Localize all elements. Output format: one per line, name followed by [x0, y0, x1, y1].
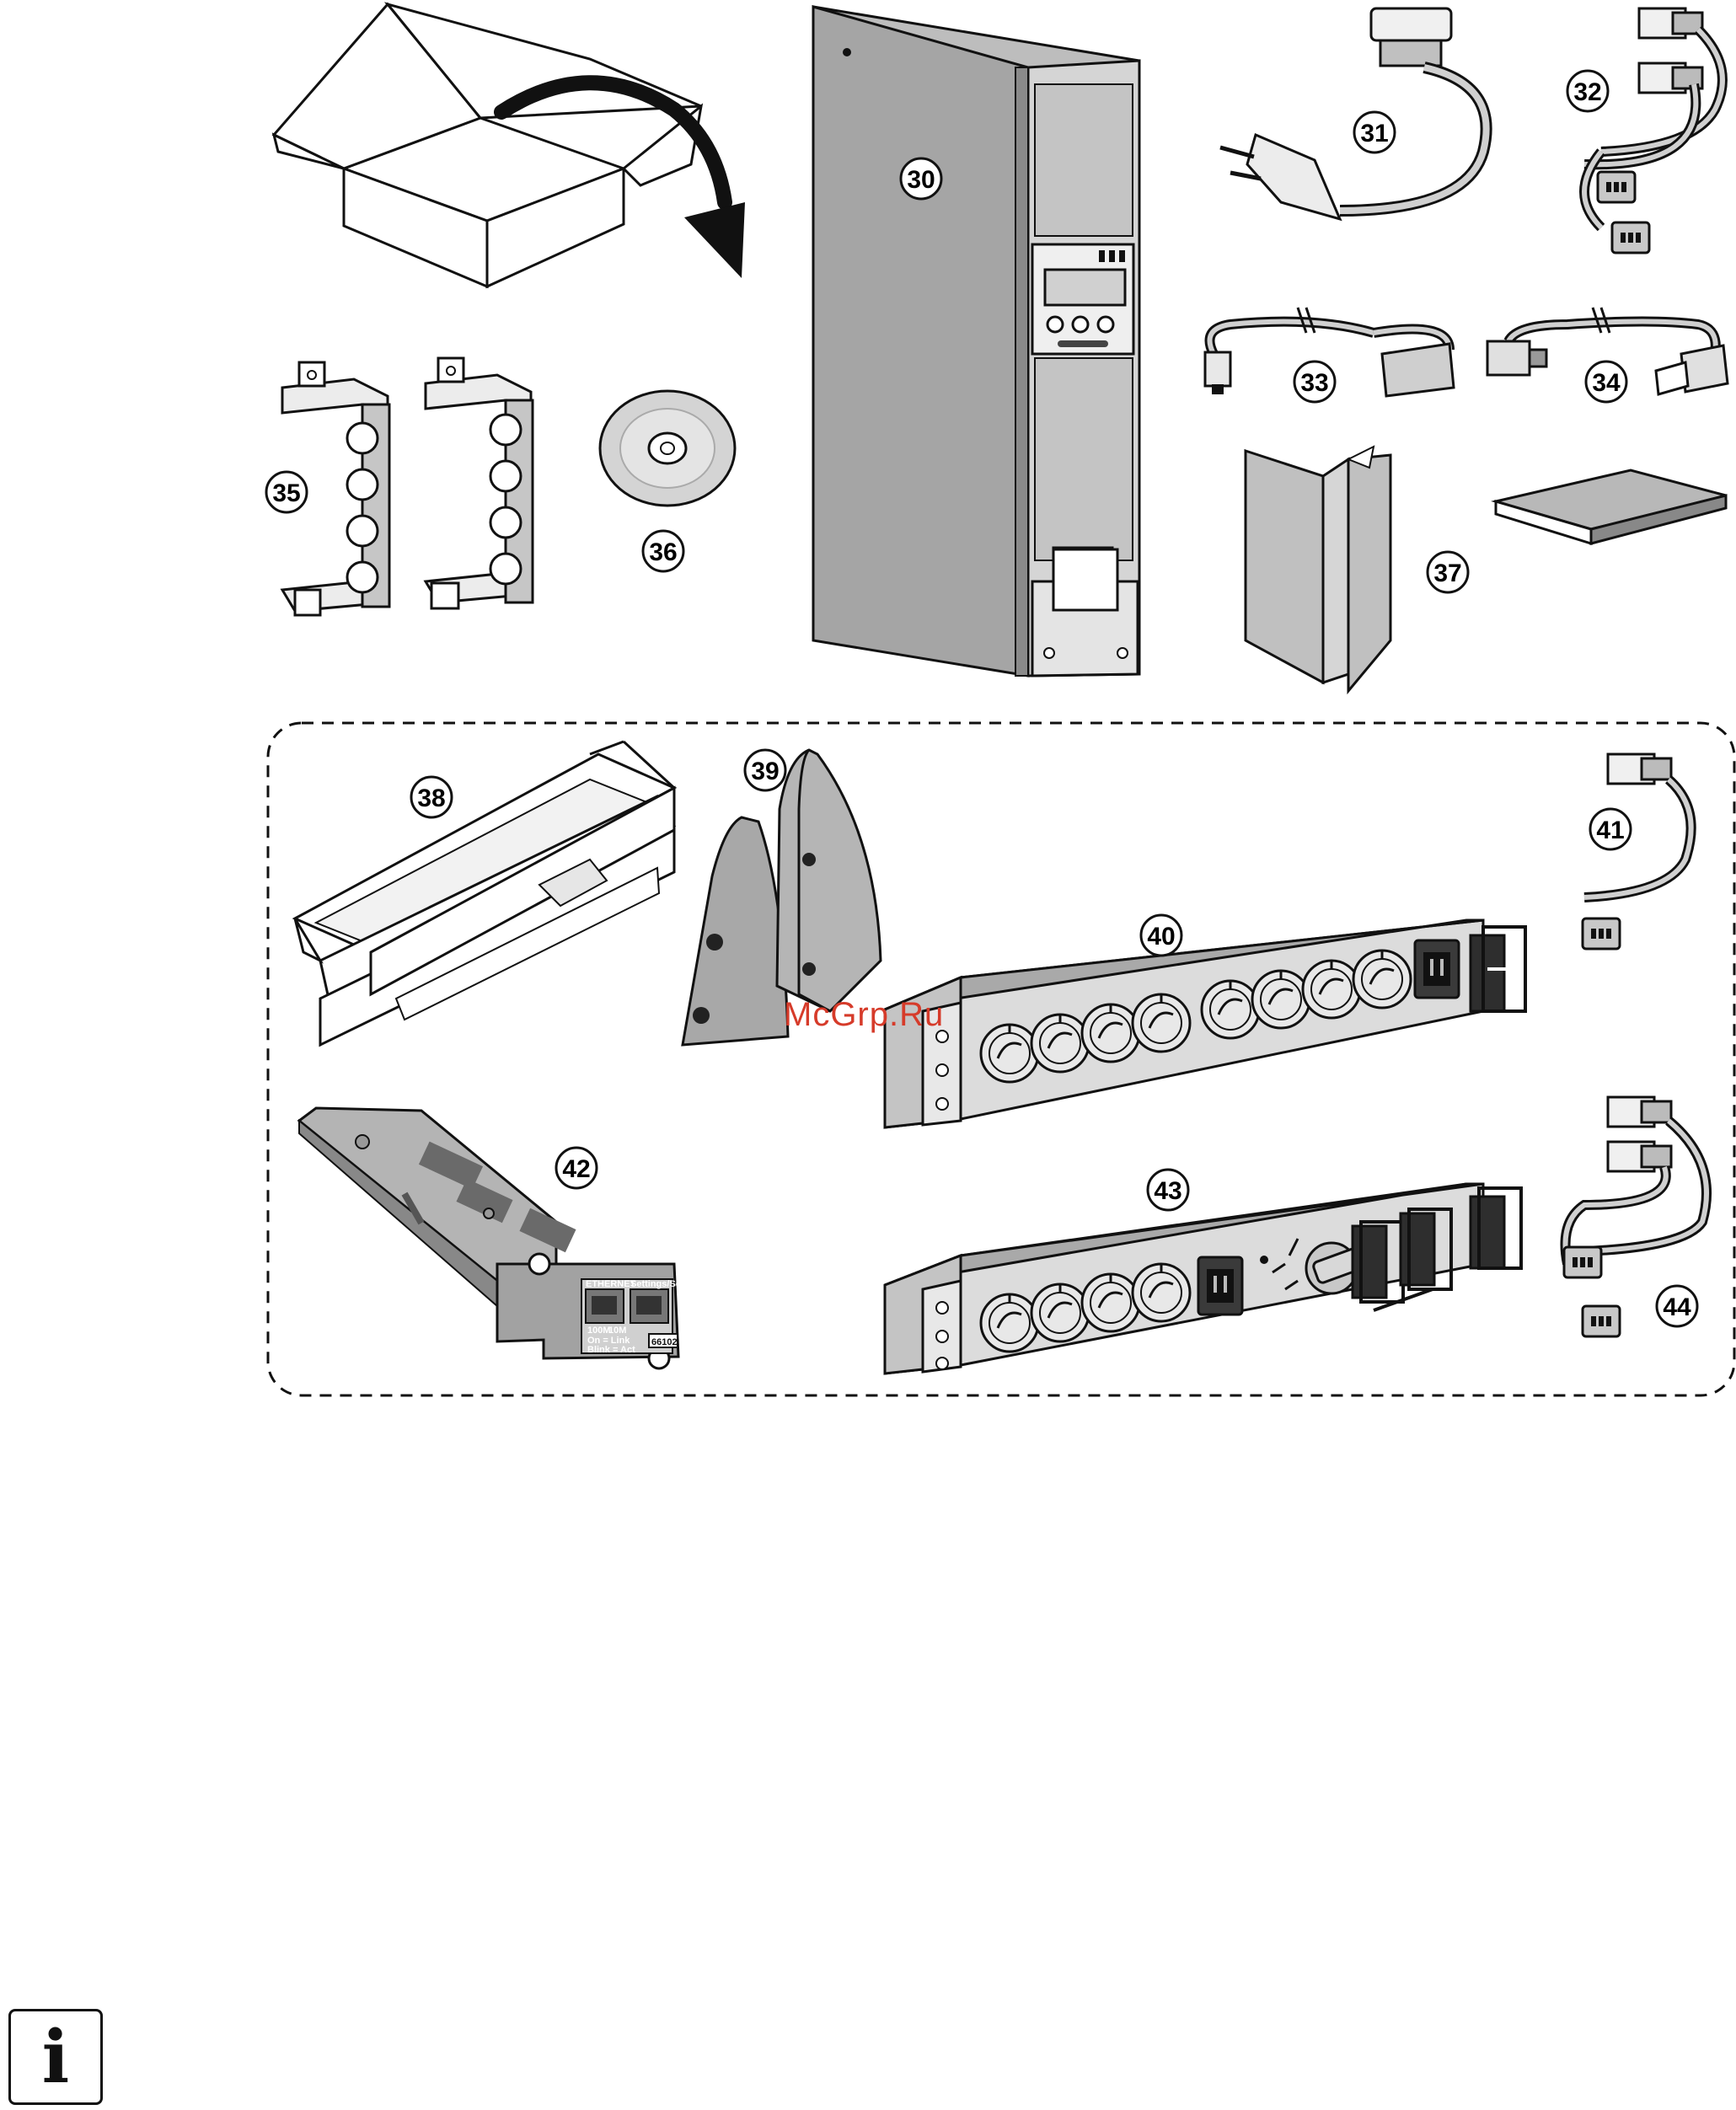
callout-40: 40: [1141, 915, 1181, 956]
svg-text:35: 35: [272, 479, 300, 507]
callout-33: 33: [1294, 361, 1335, 402]
user-manual: [1496, 470, 1726, 544]
y-output-cable: [1584, 8, 1723, 253]
callout-41: 41: [1590, 809, 1631, 849]
svg-text:44: 44: [1663, 1293, 1691, 1321]
callout-34: 34: [1586, 361, 1626, 402]
callout-37: 37: [1428, 552, 1468, 592]
callout-38: 38: [411, 777, 452, 817]
callout-39: 39: [745, 750, 785, 790]
card-ethernet-label: ETHERNET: [586, 1279, 636, 1289]
svg-text:36: 36: [649, 538, 677, 566]
svg-text:37: 37: [1433, 560, 1461, 587]
power-distribution-unit-43: [885, 1184, 1521, 1374]
watermark: McGrp.Ru: [784, 996, 944, 1034]
schuko-power-cord: [1220, 8, 1487, 219]
ups-tower: [813, 7, 1139, 676]
information-icon: i: [8, 2009, 103, 2105]
documentation: [1246, 447, 1390, 691]
card-100m-label: 100M: [587, 1325, 611, 1336]
output-cable-41: [1583, 754, 1691, 949]
svg-text:40: 40: [1147, 923, 1175, 951]
callout-30: 30: [901, 158, 941, 199]
svg-text:34: 34: [1592, 369, 1621, 397]
network-management-card: ETHERNET Settings/Sensor 100M 10M On = L…: [299, 1108, 701, 1368]
callout-42: 42: [556, 1148, 597, 1188]
software-cd: [600, 391, 735, 506]
svg-text:31: 31: [1360, 120, 1388, 147]
card-act-label: Blink = Act: [587, 1345, 635, 1355]
svg-text:32: 32: [1573, 78, 1601, 106]
svg-text:41: 41: [1596, 817, 1624, 844]
cardboard-box: [274, 4, 701, 287]
information-icon-glyph: i: [11, 2015, 100, 2100]
callout-43: 43: [1148, 1170, 1188, 1210]
svg-text:42: 42: [562, 1155, 590, 1183]
power-distribution-unit-40: [885, 920, 1525, 1127]
callout-36: 36: [643, 531, 683, 571]
svg-text:39: 39: [751, 758, 779, 785]
callout-31: 31: [1354, 112, 1395, 153]
card-settings-label: Settings/Sensor: [630, 1279, 701, 1289]
svg-text:43: 43: [1154, 1177, 1181, 1205]
svg-text:38: 38: [417, 785, 445, 812]
rack-rail-kit: [295, 742, 674, 1045]
cable-brackets: [282, 358, 533, 615]
callout-32: 32: [1567, 71, 1608, 111]
callout-44: 44: [1657, 1286, 1697, 1326]
card-model-label: 66102: [651, 1337, 678, 1347]
svg-text:33: 33: [1300, 369, 1328, 397]
svg-text:30: 30: [907, 166, 935, 194]
callout-35: 35: [266, 472, 307, 512]
card-10m-label: 10M: [608, 1325, 626, 1336]
